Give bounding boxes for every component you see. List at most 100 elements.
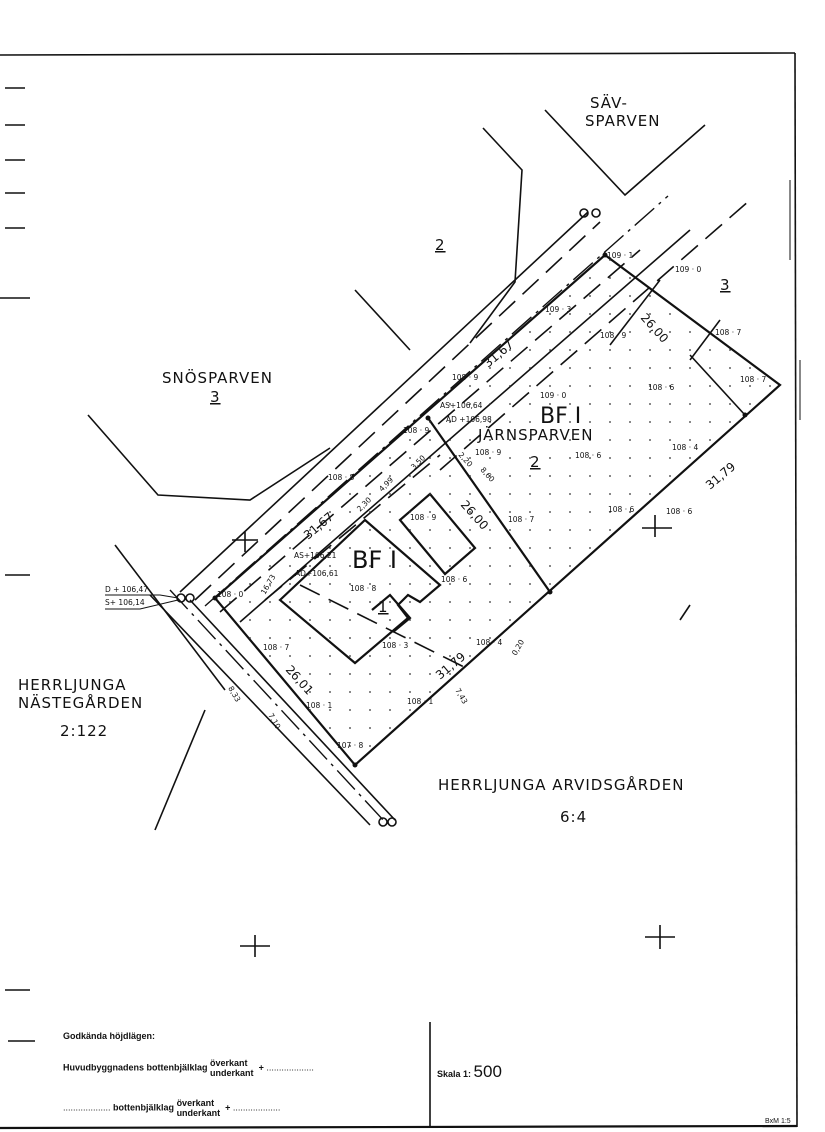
texture-dot (409, 565, 411, 567)
texture-dot (349, 745, 351, 747)
texture-dot (649, 475, 651, 477)
texture-dot (629, 439, 631, 441)
dim-label: 31,79 (703, 459, 738, 492)
dim-label: 8,33 (226, 685, 242, 704)
texture-dot (329, 547, 331, 549)
texture-dot (529, 529, 531, 531)
texture-dot (729, 403, 731, 405)
texture-dot (629, 493, 631, 495)
texture-dot (389, 655, 391, 657)
texture-dot (549, 421, 551, 423)
texture-dot (349, 565, 351, 567)
texture-dot (349, 727, 351, 729)
texture-dot (329, 511, 331, 513)
texture-dot (369, 529, 371, 531)
texture-dot (529, 349, 531, 351)
texture-dot (469, 511, 471, 513)
texture-dot (449, 547, 451, 549)
texture-dot (589, 421, 591, 423)
texture-dot (529, 493, 531, 495)
texture-dot (309, 673, 311, 675)
label-savsparven-2: SPARVEN (585, 112, 660, 130)
label-nastegarden-2: NÄSTEGÅRDEN (18, 693, 143, 712)
annotation-d-level: D + 106,47 (105, 585, 148, 594)
texture-dot (349, 511, 351, 513)
texture-dot (569, 295, 571, 297)
texture-dot (529, 475, 531, 477)
elevation: 108 · 6 (441, 575, 467, 584)
elevation: 108 · 7 (508, 515, 534, 524)
texture-dot (529, 547, 531, 549)
texture-dot (429, 529, 431, 531)
texture-dot (489, 493, 491, 495)
texture-dot (449, 439, 451, 441)
texture-dot (409, 637, 411, 639)
texture-dot (369, 637, 371, 639)
texture-dot (349, 655, 351, 657)
texture-dot (429, 565, 431, 567)
texture-dot (509, 385, 511, 387)
annotation-as: AS+106,64 (440, 401, 483, 410)
texture-dot (429, 601, 431, 603)
texture-dot (249, 583, 251, 585)
texture-dot (529, 439, 531, 441)
elevation: 109 · 1 (607, 251, 633, 260)
texture-dot (589, 331, 591, 333)
texture-dot (429, 637, 431, 639)
texture-dot (409, 709, 411, 711)
texture-dot (609, 511, 611, 513)
texture-dot (589, 367, 591, 369)
texture-dot (249, 619, 251, 621)
plus-sign: + (225, 1102, 231, 1113)
texture-dot (409, 457, 411, 459)
lot-boundaries (213, 199, 782, 767)
elevation: 108 · 0 (217, 590, 243, 599)
elevation: 108 · 7 (715, 328, 741, 337)
texture-dot (709, 367, 711, 369)
texture-dot (549, 529, 551, 531)
texture-dot (649, 385, 651, 387)
texture-dot (269, 637, 271, 639)
elevation: 108 · 7 (740, 375, 766, 384)
texture-dot (569, 385, 571, 387)
texture-dot (669, 457, 671, 459)
texture-dot (529, 385, 531, 387)
texture-dot (569, 529, 571, 531)
texture-dot (569, 565, 571, 567)
texture-dot (449, 601, 451, 603)
texture-dot (329, 565, 331, 567)
texture-dot (549, 493, 551, 495)
texture-dot (409, 439, 411, 441)
texture-dot (649, 493, 651, 495)
texture-dot (349, 529, 351, 531)
texture-dot (509, 547, 511, 549)
texture-dot (369, 673, 371, 675)
dim-label: 8,60 (479, 465, 497, 484)
texture-dot (629, 331, 631, 333)
texture-dot (309, 637, 311, 639)
texture-dot (449, 673, 451, 675)
texture-dot (369, 601, 371, 603)
elevation: 109 · 0 (540, 391, 566, 400)
annotation-ad: AD+106,61 (295, 569, 339, 578)
legend-row1-label: Huvudbyggnadens bottenbjälklag (63, 1062, 208, 1073)
texture-dot (389, 727, 391, 729)
texture-dot (689, 331, 691, 333)
texture-dot (569, 331, 571, 333)
texture-dot (429, 493, 431, 495)
texture-dot (689, 421, 691, 423)
elevation: 108 · 6 (648, 383, 674, 392)
texture-dot (369, 511, 371, 513)
texture-dot (589, 385, 591, 387)
texture-dot (589, 313, 591, 315)
texture-dot (349, 619, 351, 621)
building-garage (398, 492, 477, 576)
texture-dot (309, 691, 311, 693)
plus-sign: + (258, 1062, 264, 1073)
texture-dot (329, 655, 331, 657)
texture-dot (549, 511, 551, 513)
texture-dot (449, 583, 451, 585)
scale-label: Skala 1: (437, 1069, 472, 1079)
texture-dot (469, 655, 471, 657)
texture-dot (469, 529, 471, 531)
